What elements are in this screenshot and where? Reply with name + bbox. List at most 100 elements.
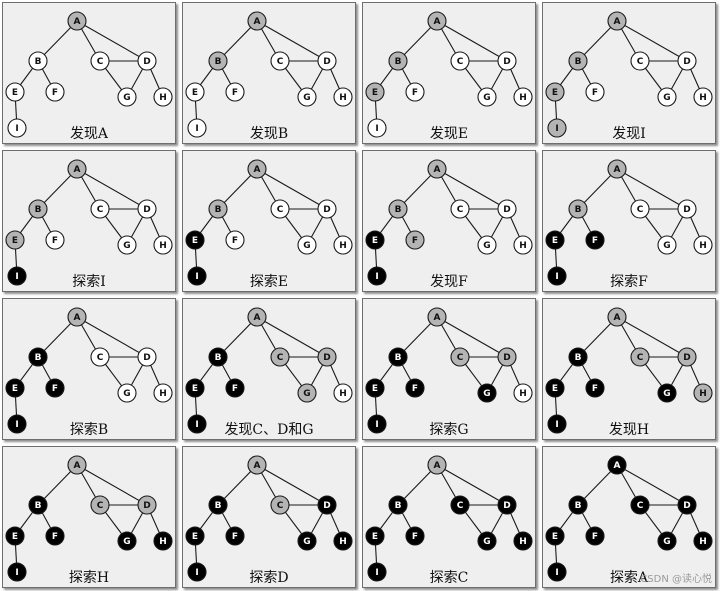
- graph-node-f: F: [45, 82, 65, 102]
- node-label: C: [97, 57, 104, 67]
- node-circle: [45, 82, 65, 102]
- graph-node-f: F: [405, 526, 425, 546]
- graph-node-b: B: [208, 347, 228, 367]
- node-circle: [5, 230, 25, 250]
- node-label: D: [683, 205, 690, 215]
- graph-node-f: F: [225, 82, 245, 102]
- graph-node-g: G: [477, 235, 497, 255]
- step-caption: 探索I: [72, 274, 106, 290]
- node-label: B: [35, 205, 42, 215]
- node-label: E: [192, 532, 198, 542]
- node-circle: [585, 378, 605, 398]
- node-label: I: [555, 568, 558, 578]
- node-label: A: [434, 461, 441, 471]
- node-circle: [208, 51, 228, 71]
- node-label: I: [195, 420, 198, 430]
- node-circle: [365, 230, 385, 250]
- node-label: G: [663, 537, 670, 547]
- node-label: F: [232, 88, 238, 98]
- graph-node-g: G: [657, 531, 677, 551]
- node-circle: [117, 235, 137, 255]
- node-circle: [208, 347, 228, 367]
- graph-node-d: D: [317, 51, 337, 71]
- node-label: D: [503, 205, 510, 215]
- node-label: F: [412, 88, 418, 98]
- node-label: I: [15, 568, 18, 578]
- node-circle: [630, 347, 650, 367]
- node-circle: [225, 378, 245, 398]
- graph-node-f: F: [405, 378, 425, 398]
- node-label: H: [519, 389, 527, 399]
- node-circle: [427, 159, 447, 179]
- node-circle: [477, 235, 497, 255]
- node-circle: [247, 11, 267, 31]
- node-circle: [693, 531, 713, 551]
- node-circle: [185, 230, 205, 250]
- graph-node-a: A: [607, 455, 627, 475]
- node-label: H: [519, 537, 527, 547]
- graph-node-h: H: [693, 383, 713, 403]
- graph-node-h: H: [333, 383, 353, 403]
- graph-node-c: C: [630, 495, 650, 515]
- step-caption: 发现H: [608, 422, 650, 438]
- graph-node-h: H: [513, 531, 533, 551]
- node-label: F: [592, 384, 598, 394]
- node-circle: [270, 199, 290, 219]
- graph-node-a: A: [247, 455, 267, 475]
- node-circle: [693, 235, 713, 255]
- node-label: A: [254, 17, 261, 27]
- node-circle: [45, 378, 65, 398]
- graph-node-i: I: [547, 414, 567, 434]
- node-circle: [450, 199, 470, 219]
- node-circle: [477, 531, 497, 551]
- node-label: I: [555, 124, 558, 134]
- graph-node-g: G: [297, 383, 317, 403]
- graph-node-c: C: [630, 199, 650, 219]
- node-circle: [247, 307, 267, 327]
- node-label: H: [519, 93, 527, 103]
- node-circle: [547, 562, 567, 582]
- graph-node-b: B: [28, 199, 48, 219]
- graph-node-b: B: [208, 199, 228, 219]
- node-label: F: [52, 88, 58, 98]
- node-circle: [547, 266, 567, 286]
- node-circle: [5, 526, 25, 546]
- node-circle: [450, 347, 470, 367]
- node-label: A: [434, 165, 441, 175]
- node-circle: [427, 455, 447, 475]
- graph-node-d: D: [137, 199, 157, 219]
- graph-node-c: C: [90, 495, 110, 515]
- graph-node-b: B: [208, 51, 228, 71]
- node-circle: [247, 159, 267, 179]
- step-caption: 发现B: [249, 126, 289, 142]
- node-label: H: [159, 389, 167, 399]
- node-label: E: [552, 236, 558, 246]
- node-circle: [45, 526, 65, 546]
- node-label: D: [683, 57, 690, 67]
- graph-edge-A-D: [436, 20, 508, 62]
- graph-edge-A-D: [256, 316, 328, 358]
- node-circle: [513, 87, 533, 107]
- node-label: G: [303, 241, 310, 251]
- node-label: F: [232, 236, 238, 246]
- node-circle: [405, 82, 425, 102]
- node-label: B: [575, 57, 582, 67]
- step-caption: 发现I: [612, 126, 646, 142]
- node-label: F: [592, 236, 598, 246]
- node-circle: [90, 347, 110, 367]
- node-label: E: [192, 236, 198, 246]
- graph-node-i: I: [187, 118, 207, 138]
- node-label: H: [699, 537, 707, 547]
- node-circle: [137, 199, 157, 219]
- node-circle: [630, 199, 650, 219]
- node-circle: [187, 414, 207, 434]
- graph-node-i: I: [187, 414, 207, 434]
- graph-node-e: E: [365, 82, 385, 102]
